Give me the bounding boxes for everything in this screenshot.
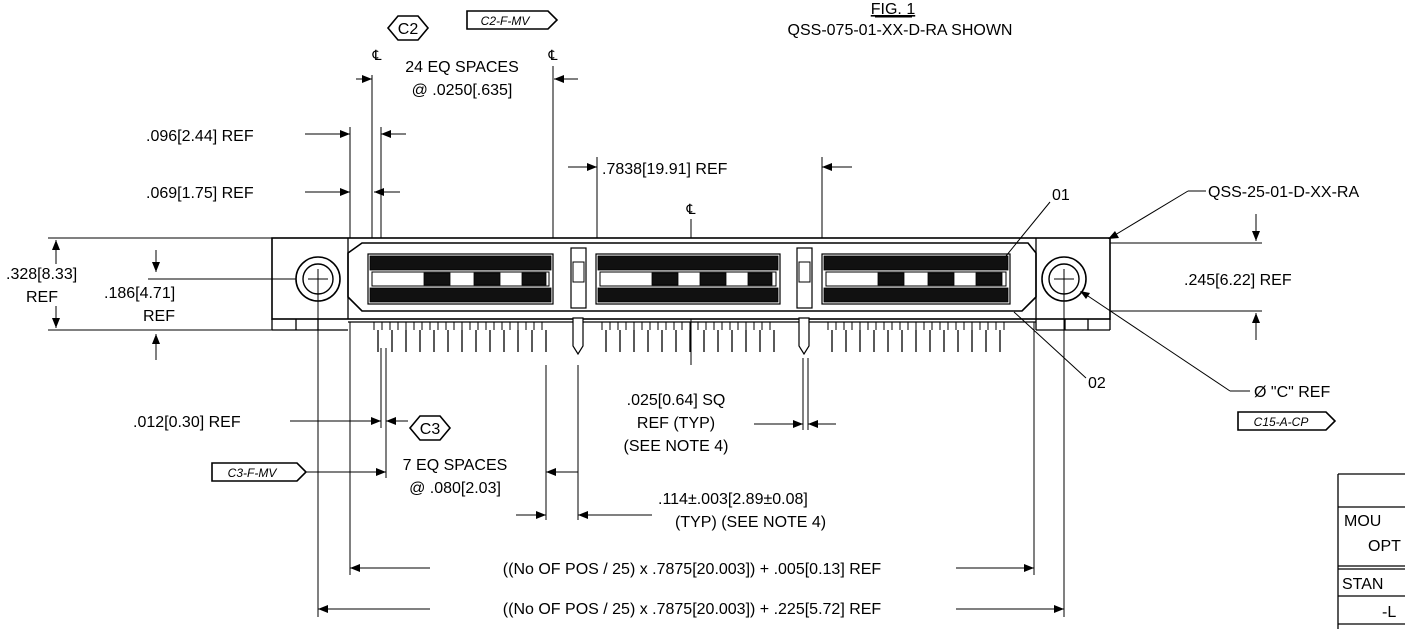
dim-overall-225: ((No OF POS / 25) x .7875[20.003]) + .22… <box>503 601 882 618</box>
dim-7838-ref: .7838[19.91] REF <box>602 161 728 178</box>
centerline-center: ℄ <box>686 201 696 217</box>
table-mounting: MOU <box>1344 513 1381 530</box>
key-separator-1 <box>570 247 587 309</box>
dim-24-eq-pitch: @ .0250[.635] <box>412 82 513 99</box>
flag-c15-a-cp <box>1237 411 1337 431</box>
table-options: OPT <box>1368 538 1401 555</box>
table-standard: STAN <box>1342 576 1383 593</box>
dim-114-tol: .114±.003[2.89±0.08] <box>658 491 808 508</box>
dim-7-eq-spaces: 7 EQ SPACES <box>403 457 508 474</box>
flag-c2-f-mv <box>466 10 559 30</box>
item-02: 02 <box>1088 375 1106 392</box>
dim-114-note: (TYP) (SEE NOTE 4) <box>675 514 826 531</box>
balloon-c3-label: C3 <box>420 421 441 438</box>
balloon-c2 <box>386 15 430 41</box>
flag-c15-a-cp-label: C15-A-CP <box>1254 415 1309 429</box>
flag-c3-f-mv-label: C3-F-MV <box>228 466 278 480</box>
dim-096-ref: .096[2.44] REF <box>146 128 254 145</box>
part-ref-label: QSS-25-01-D-XX-RA <box>1208 184 1359 201</box>
dim-025-note: (SEE NOTE 4) <box>624 438 729 455</box>
dim-186-ref: REF <box>143 308 175 325</box>
pin-leads <box>373 322 1005 352</box>
dim-012-ref: .012[0.30] REF <box>133 414 241 431</box>
balloon-c3 <box>408 415 452 441</box>
flag-c2-f-mv-label: C2-F-MV <box>481 14 531 28</box>
dim-328: .328[8.33] <box>6 266 77 283</box>
figure-title: FIG. 1 <box>871 1 916 18</box>
centerline-left: ℄ <box>372 47 382 63</box>
contact-bank-2 <box>595 253 781 305</box>
table-l-option: -L <box>1382 604 1396 621</box>
option-table <box>1337 473 1405 629</box>
item-01: 01 <box>1052 187 1070 204</box>
dim-7-eq-pitch: @ .080[2.03] <box>409 480 501 497</box>
contact-bank-1 <box>367 253 554 305</box>
dim-025-sq: .025[0.64] SQ <box>627 392 726 409</box>
diameter-c-ref: Ø "C" REF <box>1254 384 1330 401</box>
guide-post-right <box>798 317 810 356</box>
key-separator-2 <box>796 247 813 309</box>
balloon-c2-label: C2 <box>398 21 419 38</box>
figure-subtitle: QSS-075-01-XX-D-RA SHOWN <box>788 22 1013 39</box>
dim-245-ref: .245[6.22] REF <box>1184 272 1292 289</box>
dim-186: .186[4.71] <box>104 285 175 302</box>
dim-025-ref-typ: REF (TYP) <box>637 415 715 432</box>
dim-069-ref: .069[1.75] REF <box>146 185 254 202</box>
dim-overall-005: ((No OF POS / 25) x .7875[20.003]) + .00… <box>503 561 882 578</box>
guide-post-left <box>572 317 584 356</box>
flag-c3-f-mv <box>211 462 308 482</box>
contact-bank-3 <box>821 253 1011 305</box>
centerline-right: ℄ <box>548 47 558 63</box>
dim-24-eq-spaces: 24 EQ SPACES <box>405 59 519 76</box>
dim-328-ref: REF <box>26 289 58 306</box>
